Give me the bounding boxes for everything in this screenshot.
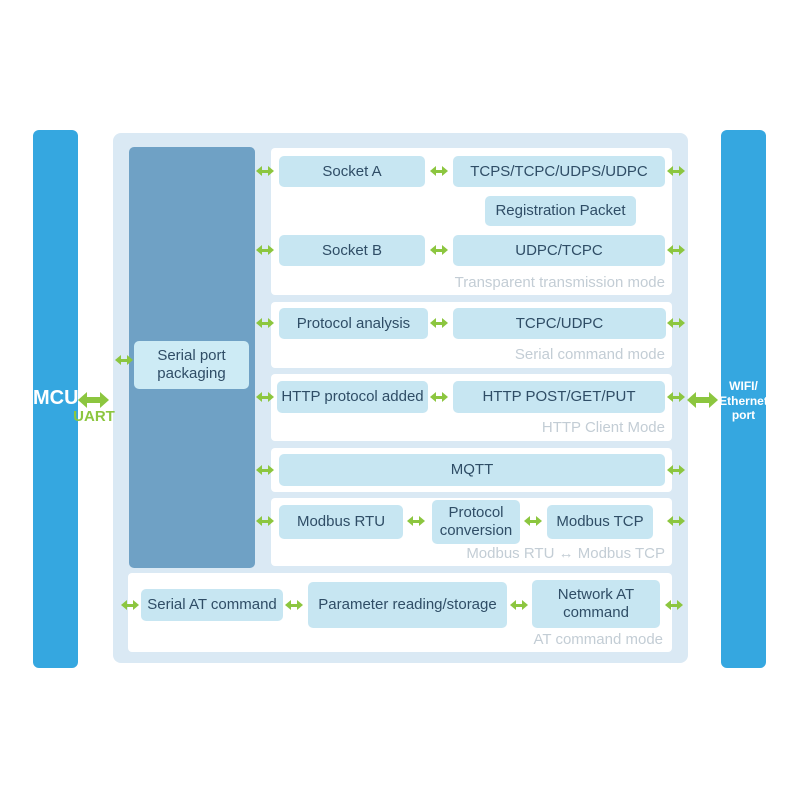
caption-serial-command-mode: Serial command mode (514, 346, 665, 363)
mcu-bar (33, 130, 78, 668)
box-registration-packet: Registration Packet (485, 196, 636, 226)
caption-http-client-mode: HTTP Client Mode (541, 419, 665, 436)
double-arrow-icon (667, 516, 685, 526)
wifi-line-1: WIFI/ (729, 379, 758, 393)
box-protocol-conversion: Protocol conversion (432, 500, 520, 544)
double-arrow-icon (256, 392, 274, 402)
double-arrow-icon (256, 318, 274, 328)
double-arrow-icon (667, 318, 685, 328)
box-http-protocol-added: HTTP protocol added (277, 381, 428, 413)
box-serial-at-command: Serial AT command (141, 589, 283, 621)
double-arrow-icon (667, 245, 685, 255)
double-arrow-icon (121, 600, 139, 610)
box-mqtt: MQTT (279, 454, 665, 486)
double-arrow-icon (430, 392, 448, 402)
wifi-ethernet-bar (721, 130, 766, 668)
caption-at-command-mode: AT command mode (533, 631, 664, 648)
box-modbus-rtu: Modbus RTU (279, 505, 403, 539)
serial-port-packaging-box: Serial port packaging (134, 341, 249, 389)
box-socket-b: Socket B (279, 235, 425, 266)
double-arrow-icon (115, 355, 133, 365)
caption-modbus-rtu-tcp: Modbus RTU ↔ Modbus TCP (466, 545, 665, 562)
uart-label: UART (73, 408, 115, 425)
double-arrow-icon (524, 516, 542, 526)
wifi-line-2: Ethernet (719, 393, 768, 408)
box-socket-a: Socket A (279, 156, 425, 187)
double-arrow-icon (667, 465, 685, 475)
double-arrow-icon (667, 392, 685, 402)
wifi-ethernet-label: WIFI/ Ethernet port (716, 379, 771, 423)
double-arrow-icon (407, 516, 425, 526)
box-tcps-tcpc-udps-udpc: TCPS/TCPC/UDPS/UDPC (453, 156, 665, 187)
caption-transparent-transmission-mode: Transparent transmission mode (454, 274, 665, 291)
double-arrow-icon (430, 318, 448, 328)
box-http-post-get-put: HTTP POST/GET/PUT (453, 381, 665, 413)
double-arrow-icon (665, 600, 683, 610)
double-arrow-icon (256, 245, 274, 255)
box-protocol-analysis: Protocol analysis (279, 308, 428, 339)
double-arrow-icon (256, 516, 274, 526)
double-arrow-icon (510, 600, 528, 610)
double-arrow-icon (256, 465, 274, 475)
box-tcpc-udpc: TCPC/UDPC (453, 308, 666, 339)
box-modbus-tcp: Modbus TCP (547, 505, 653, 539)
double-arrow-icon (256, 166, 274, 176)
box-udpc-tcpc: UDPC/TCPC (453, 235, 665, 266)
wifi-line-3: port (731, 408, 756, 422)
box-parameter-reading-storage: Parameter reading/storage (308, 582, 507, 628)
uart-double-arrow-icon (78, 392, 109, 408)
double-arrow-icon (430, 166, 448, 176)
double-arrow-icon (430, 245, 448, 255)
network-double-arrow-icon (687, 392, 718, 408)
box-network-at-command: Network AT command (532, 580, 660, 628)
mcu-label: MCU (33, 387, 79, 409)
double-arrow-icon (285, 600, 303, 610)
double-arrow-icon (667, 166, 685, 176)
